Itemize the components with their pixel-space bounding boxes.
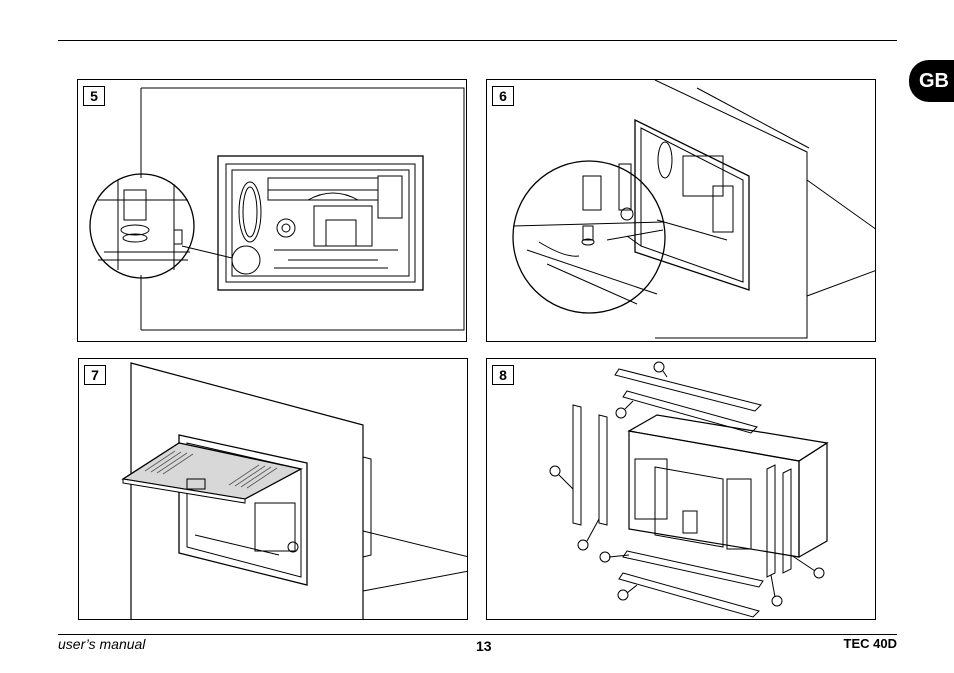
language-badge: GB: [909, 60, 954, 102]
figure-6-illustration: [487, 80, 876, 342]
figure-7-illustration: [79, 359, 468, 620]
header-rule: [58, 40, 897, 41]
figure-7-panel: 7: [78, 358, 468, 620]
figure-6-panel: 6: [486, 79, 876, 342]
footer-rule: [58, 634, 897, 635]
figure-7-number: 7: [84, 365, 106, 385]
footer-manual-label: user’s manual: [58, 636, 145, 652]
figure-8-illustration: [487, 359, 876, 620]
figure-8-panel: 8: [486, 358, 876, 620]
page-number: 13: [476, 638, 492, 654]
figure-5-illustration: [78, 80, 467, 342]
figure-8-number: 8: [492, 365, 514, 385]
figure-5-number: 5: [83, 86, 105, 106]
figure-6-number: 6: [492, 86, 514, 106]
footer-model-name: TEC 40D: [844, 636, 897, 651]
figure-5-panel: 5: [77, 79, 467, 342]
